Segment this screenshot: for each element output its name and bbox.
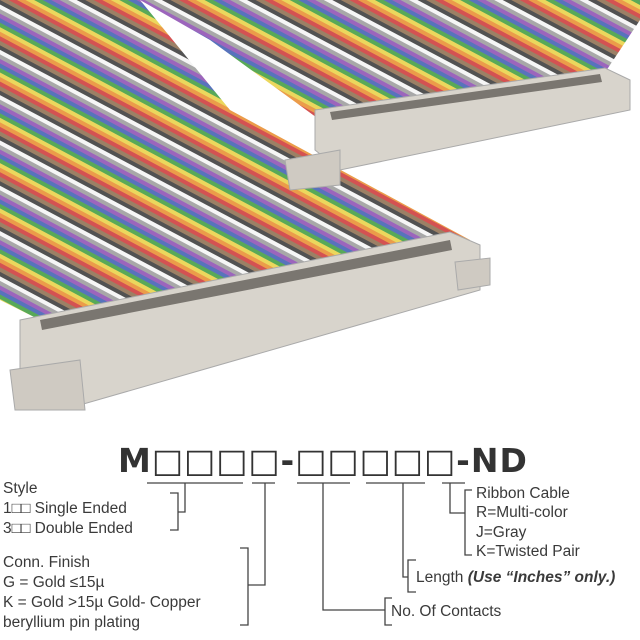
callout-lines — [147, 482, 472, 626]
style-option: 3□□ Double Ended — [3, 520, 133, 537]
cable-option: K=Twisted Pair — [476, 543, 580, 560]
style-option: 1□□ Single Ended — [3, 500, 127, 517]
finish-option: K = Gold >15µ Gold- Copper — [3, 594, 201, 611]
cable-title: Ribbon Cable — [476, 485, 570, 502]
finish-option: beryllium pin plating — [3, 614, 140, 631]
style-title: Style — [3, 480, 38, 497]
lower-cable — [0, 0, 470, 330]
finish-title: Conn. Finish — [3, 554, 91, 571]
finish-option: G = Gold ≤15µ — [3, 574, 105, 591]
length-label: Length (Use “Inches” only.) — [416, 570, 615, 586]
part-number-template: M□□□□-□□□□□-ND — [118, 441, 528, 480]
cable-option: J=Gray — [476, 524, 527, 541]
length-title: Length — [416, 569, 464, 586]
lower-connector — [9, 231, 491, 411]
contacts-title: No. Of Contacts — [391, 603, 502, 620]
cable-option: R=Multi-color — [476, 504, 568, 521]
length-note: (Use “Inches” only.) — [467, 569, 616, 586]
upper-connector — [284, 67, 631, 191]
